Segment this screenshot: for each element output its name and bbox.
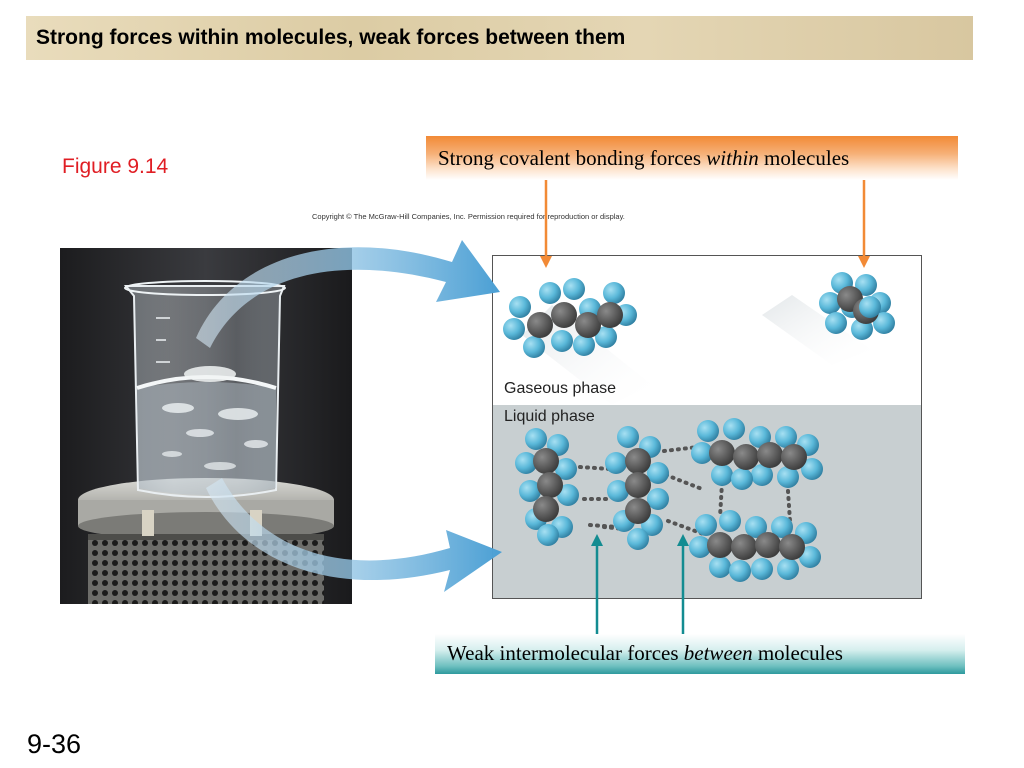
beaker-photo [60,248,352,604]
callout-intermolecular-text: Weak intermolecular forces between molec… [447,641,843,666]
intermolecular-dotted-links [578,445,792,537]
callout-covalent-emphasis: within [706,146,759,170]
callout-covalent-suffix: molecules [758,146,850,170]
callout-intermolecular-prefix: Weak intermolecular forces [447,641,684,665]
gas-phase-label: Gaseous phase [504,380,616,397]
callout-covalent-prefix: Strong covalent bonding forces [438,146,707,170]
figure-label: Figure 9.14 [62,155,169,178]
callout-covalent-text: Strong covalent bonding forces within mo… [438,146,849,171]
callout-intermolecular-emphasis: between [683,641,753,665]
molecular-diagram-panel: Gaseous phase Liquid phase [492,255,922,599]
slide-number: 9-36 [27,729,82,759]
copyright-notice: Copyright © The McGraw-Hill Companies, I… [312,212,625,221]
callout-intermolecular-forces: Weak intermolecular forces between molec… [435,634,965,674]
slide-title: Strong forces within molecules, weak for… [36,26,626,49]
callout-covalent-forces: Strong covalent bonding forces within mo… [426,136,958,180]
liquid-phase-label: Liquid phase [504,408,595,425]
callout-intermolecular-suffix: molecules [752,641,843,665]
title-bar: Strong forces within molecules, weak for… [26,16,973,60]
